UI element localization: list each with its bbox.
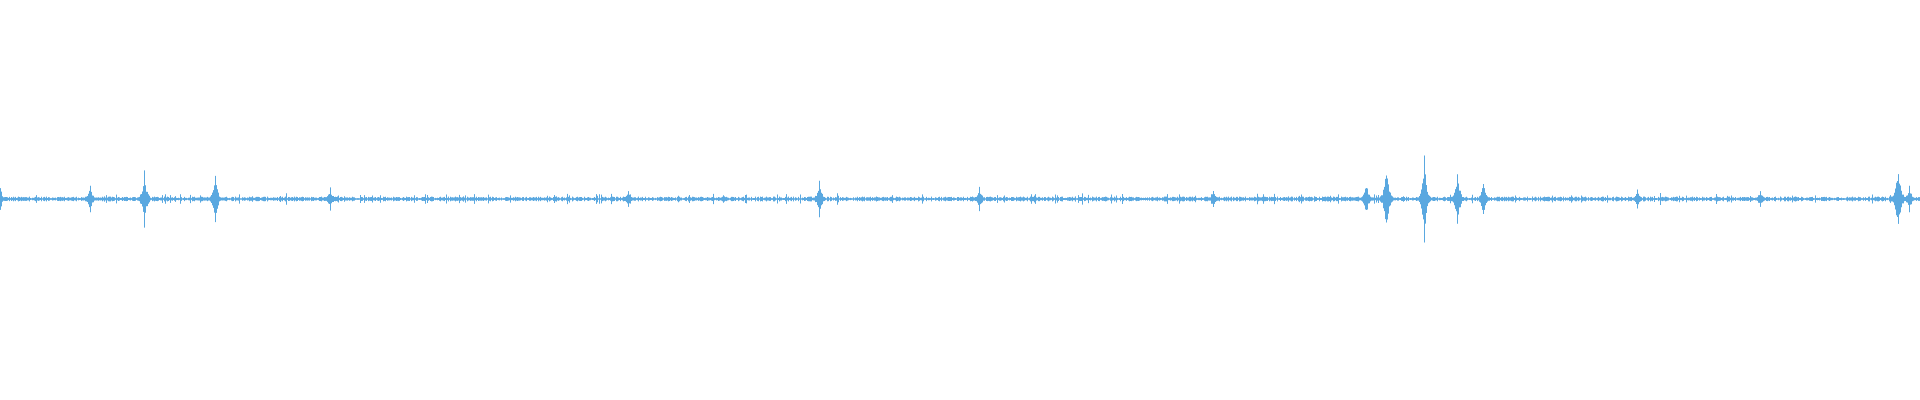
- waveform-trace: [0, 155, 1920, 243]
- waveform-bars: [0, 155, 1920, 243]
